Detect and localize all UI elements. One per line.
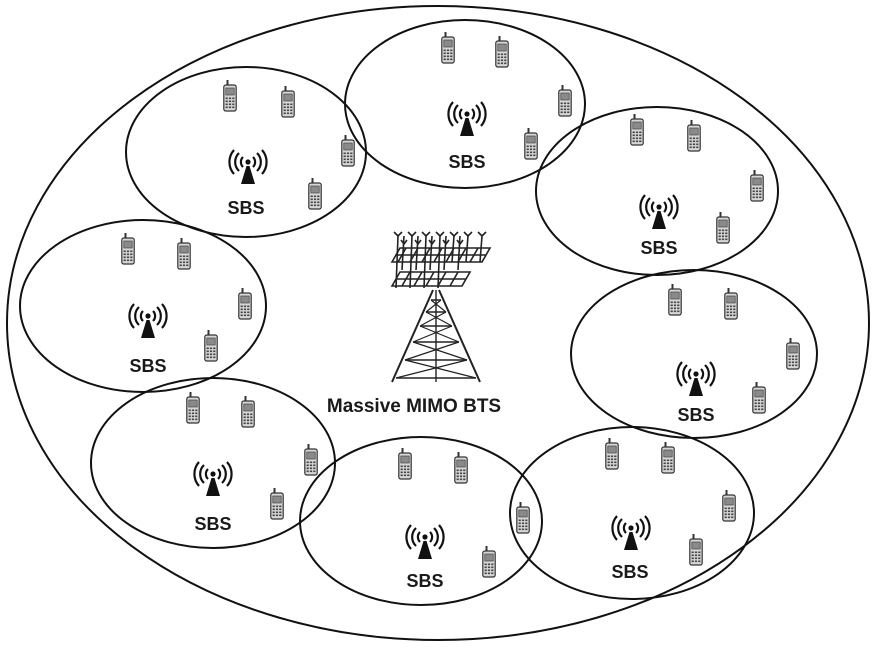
mobile-phone-icon (308, 177, 322, 210)
mobile-phone-icon (341, 134, 355, 167)
antenna-signal-icon (128, 302, 168, 340)
macro-cell-boundary (6, 5, 870, 641)
antenna-signal-icon (639, 193, 679, 231)
mobile-phone-icon (716, 211, 730, 244)
small-cell-1: SBS (125, 66, 367, 238)
antenna-signal-icon (193, 460, 233, 498)
mobile-phone-icon (687, 119, 701, 152)
mobile-phone-icon (304, 443, 318, 476)
sbs-label: SBS (611, 562, 648, 582)
mobile-phone-icon (177, 237, 191, 270)
small-cell-8: SBS (509, 426, 755, 600)
mobile-phone-icon (454, 451, 468, 484)
mobile-phone-icon (524, 127, 538, 160)
sbs-label: SBS (406, 571, 443, 591)
small-cell-boundary (509, 426, 755, 600)
small-cell-boundary (19, 219, 267, 393)
small-cell-2: SBS (344, 19, 586, 189)
small-cell-boundary (535, 106, 779, 276)
mobile-phone-icon (668, 283, 682, 316)
mobile-phone-icon (558, 84, 572, 117)
mobile-phone-icon (238, 287, 252, 320)
mobile-phone-icon (722, 489, 736, 522)
small-cell-boundary (344, 19, 586, 189)
sbs-label: SBS (640, 238, 677, 258)
small-cell-3: SBS (535, 106, 779, 276)
mobile-phone-icon (204, 329, 218, 362)
bts-label: Massive MIMO BTS (327, 396, 501, 417)
antenna-signal-icon (676, 360, 716, 398)
sbs-label: SBS (677, 405, 714, 425)
mobile-phone-icon (605, 437, 619, 470)
mobile-phone-icon (223, 79, 237, 112)
mobile-phone-icon (630, 113, 644, 146)
massive-mimo-tower-icon (390, 231, 492, 383)
antenna-signal-icon (611, 514, 651, 552)
small-cell-7: SBS (299, 436, 543, 606)
antenna-signal-icon (405, 523, 445, 561)
mobile-phone-icon (281, 85, 295, 118)
mobile-phone-icon (241, 395, 255, 428)
sbs-label: SBS (448, 152, 485, 172)
mobile-phone-icon (689, 533, 703, 566)
small-cell-6: SBS (90, 377, 336, 549)
mobile-phone-icon (750, 169, 764, 202)
mobile-phone-icon (786, 337, 800, 370)
mobile-phone-icon (752, 381, 766, 414)
small-cell-boundary (299, 436, 543, 606)
mobile-phone-icon (661, 441, 675, 474)
mobile-phone-icon (398, 447, 412, 480)
mobile-phone-icon (516, 501, 530, 534)
sbs-label: SBS (227, 198, 264, 218)
mobile-phone-icon (495, 35, 509, 68)
mobile-phone-icon (482, 545, 496, 578)
small-cell-5: SBS (570, 269, 818, 439)
mobile-phone-icon (121, 232, 135, 265)
antenna-signal-icon (447, 100, 487, 138)
mobile-phone-icon (270, 487, 284, 520)
mobile-phone-icon (186, 391, 200, 424)
small-cell-4: SBS (19, 219, 267, 393)
sbs-label: SBS (129, 356, 166, 376)
mobile-phone-icon (441, 31, 455, 64)
sbs-label: SBS (194, 514, 231, 534)
mobile-phone-icon (724, 287, 738, 320)
